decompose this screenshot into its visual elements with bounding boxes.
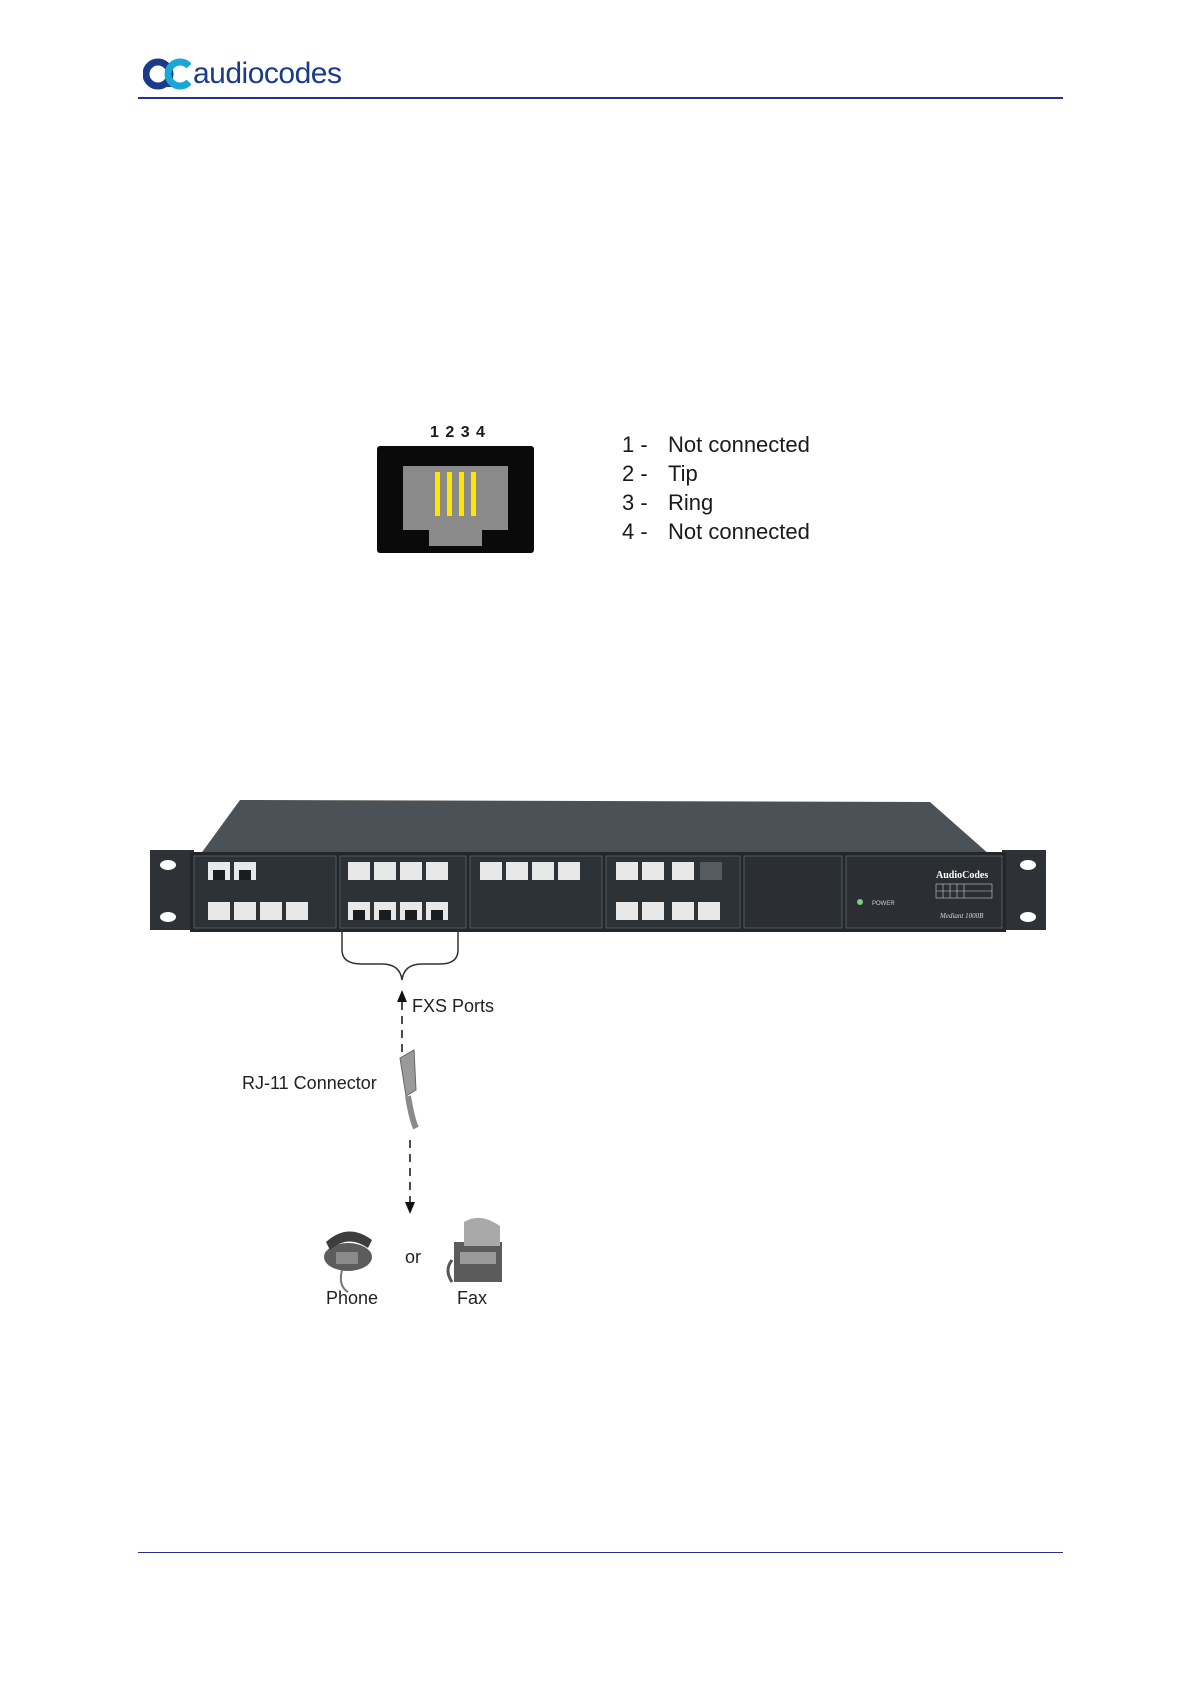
pin-row: 1 - Not connected xyxy=(622,430,810,459)
fax-icon xyxy=(448,1218,502,1282)
pin-row: 4 - Not connected xyxy=(622,517,810,546)
phone-label: Phone xyxy=(326,1288,378,1309)
rj11-connector-label: RJ-11 Connector xyxy=(242,1073,377,1094)
header-rule xyxy=(138,97,1063,99)
pin-label: Not connected xyxy=(668,430,810,459)
footer-rule xyxy=(138,1552,1063,1553)
pin-row: 3 - Ring xyxy=(622,488,810,517)
pin-row: 2 - Tip xyxy=(622,459,810,488)
logo-text: audiocodes xyxy=(193,57,341,91)
model-label: Mediant 1000B xyxy=(939,912,984,920)
pin-label: Ring xyxy=(668,488,713,517)
pin-number: 4 - xyxy=(622,517,668,546)
pin-numbers: 1 2 3 4 xyxy=(430,424,486,442)
power-label: POWER xyxy=(872,901,895,907)
mediant-chassis-image: POWER AudioCodes Mediant 1000B xyxy=(150,790,1046,940)
fax-label: Fax xyxy=(457,1288,487,1309)
audiocodes-logo: audiocodes xyxy=(143,56,341,92)
pin-label: Not connected xyxy=(668,517,810,546)
or-label: or xyxy=(405,1247,421,1268)
pin-number: 1 - xyxy=(622,430,668,459)
pin-label: Tip xyxy=(668,459,698,488)
pin-number: 3 - xyxy=(622,488,668,517)
fxs-ports-label: FXS Ports xyxy=(412,996,494,1017)
audiocodes-logo-icon xyxy=(143,57,191,91)
brand-label: AudioCodes xyxy=(936,870,988,881)
rj11-jack-icon xyxy=(377,446,534,553)
pin-assignment-list: 1 - Not connected 2 - Tip 3 - Ring 4 - N… xyxy=(622,430,810,546)
pin-number: 2 - xyxy=(622,459,668,488)
phone-icon xyxy=(324,1231,372,1292)
fxs-connection-diagram xyxy=(230,930,550,1320)
